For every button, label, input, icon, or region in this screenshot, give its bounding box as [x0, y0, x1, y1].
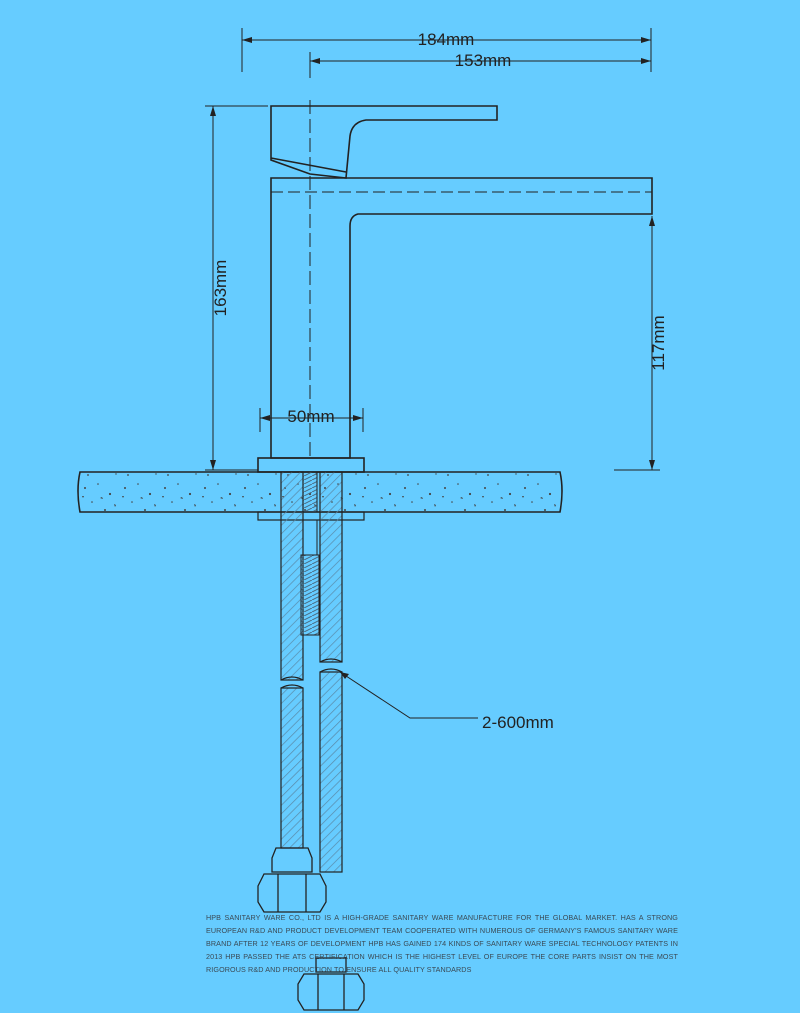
label-hose-length: 2-600mm	[482, 713, 554, 732]
label-spout-reach: 153mm	[455, 51, 512, 70]
dimension-lines	[205, 28, 660, 719]
faucet-body	[257, 100, 653, 473]
hose-nut-left	[257, 847, 327, 913]
supply-hoses	[280, 471, 343, 873]
label-spout-height: 117mm	[649, 315, 668, 370]
dimension-arrows	[210, 37, 655, 679]
company-description: HPB SANITARY WARE CO., LTD IS A HIGH-GRA…	[206, 913, 678, 974]
label-total-height: 163mm	[211, 260, 230, 317]
hose-nut-right	[297, 957, 365, 1011]
label-overall-length: 184mm	[418, 30, 475, 49]
label-base-diameter: 50mm	[287, 407, 334, 426]
